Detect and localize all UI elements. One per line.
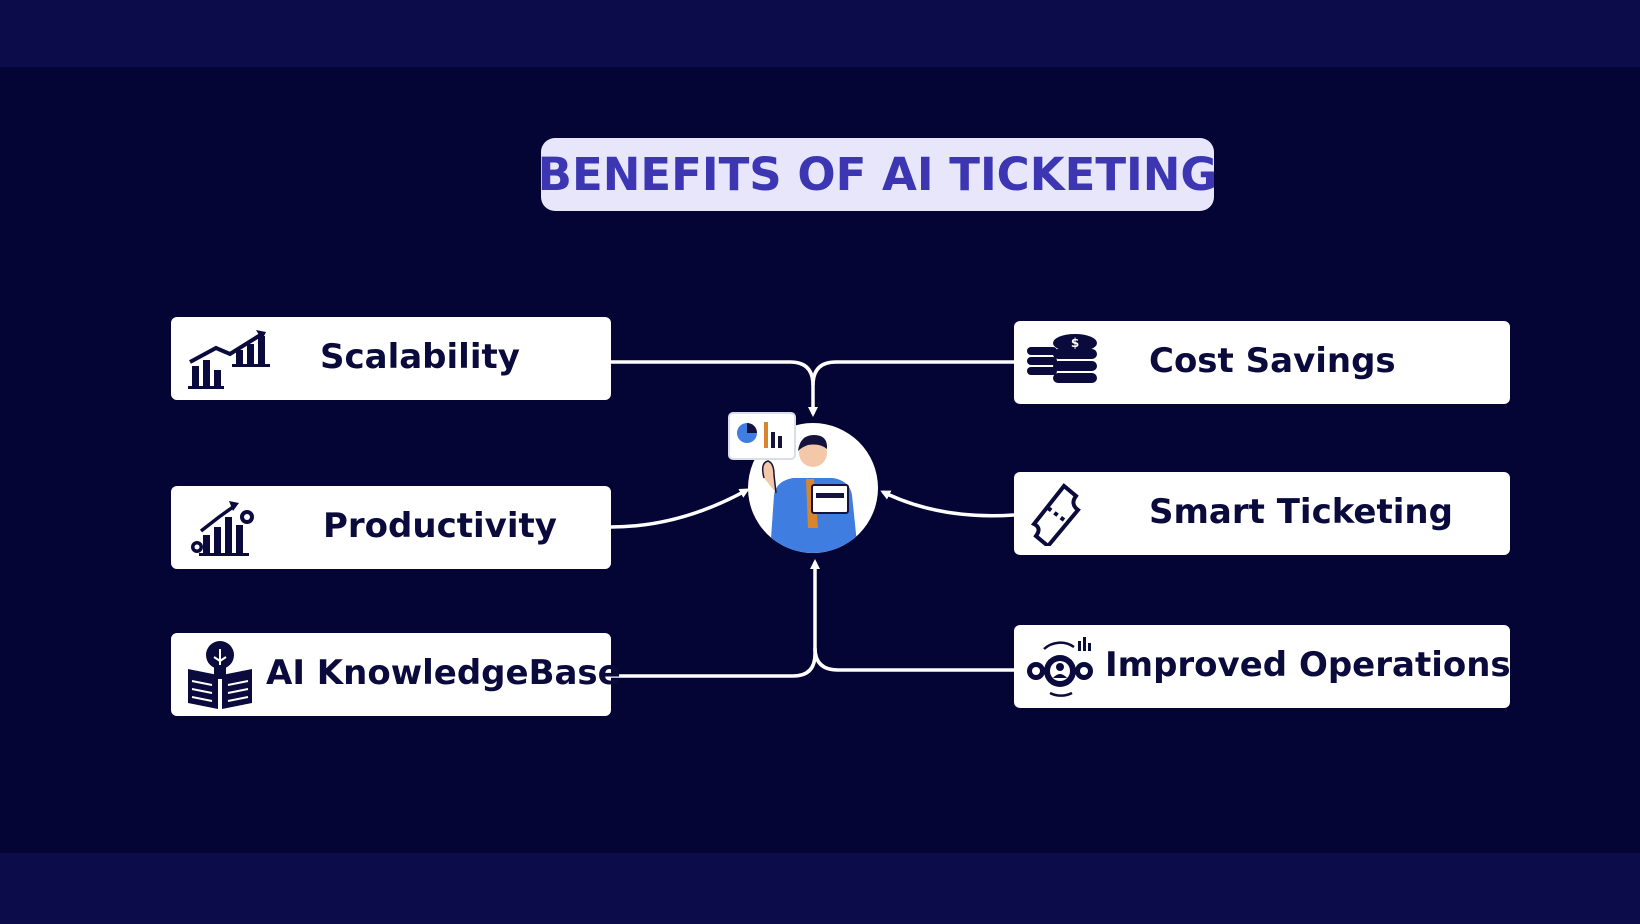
analyst-presenting-chart-icon [761, 435, 858, 553]
benefit-label: Productivity [323, 506, 557, 546]
lightbulb-book-icon [186, 639, 254, 713]
chart-speech-bubble [728, 412, 796, 460]
connector-productivity [610, 488, 750, 529]
productivity-chart-gear-icon [189, 495, 261, 565]
connector-cost-savings [811, 360, 1014, 386]
top-band [0, 0, 1640, 67]
connector-scalability [611, 360, 818, 417]
benefit-label: AI KnowledgeBase [266, 653, 621, 693]
title-banner: BENEFITS OF AI TICKETING [538, 138, 1217, 211]
connector-smart-ticketing [880, 490, 1015, 518]
gears-person-cycle-icon [1024, 637, 1096, 701]
card-cost-savings: $ Cost Savings [1014, 321, 1510, 404]
benefit-label: Scalability [320, 337, 520, 377]
pie-bar-chart-icon [737, 422, 782, 448]
diagram-title: BENEFITS OF AI TICKETING [537, 148, 1218, 201]
connector-knowledgebase [611, 559, 820, 678]
growth-chart-icon [186, 326, 272, 396]
card-productivity: Productivity [171, 486, 611, 569]
benefit-label: Cost Savings [1149, 341, 1396, 381]
card-improved-operations: Improved Operations [1014, 625, 1511, 708]
bottom-band [0, 853, 1640, 924]
connector-improved-operations [813, 647, 1014, 672]
svg-text:$: $ [1071, 336, 1079, 350]
coin-stack-dollar-icon: $ [1025, 333, 1101, 393]
card-scalability: Scalability [171, 317, 611, 400]
card-ai-knowledgebase: AI KnowledgeBase [171, 633, 621, 716]
benefit-label: Smart Ticketing [1149, 492, 1453, 532]
benefit-label: Improved Operations [1105, 645, 1511, 685]
ticket-icon [1024, 480, 1090, 550]
card-smart-ticketing: Smart Ticketing [1014, 472, 1510, 555]
